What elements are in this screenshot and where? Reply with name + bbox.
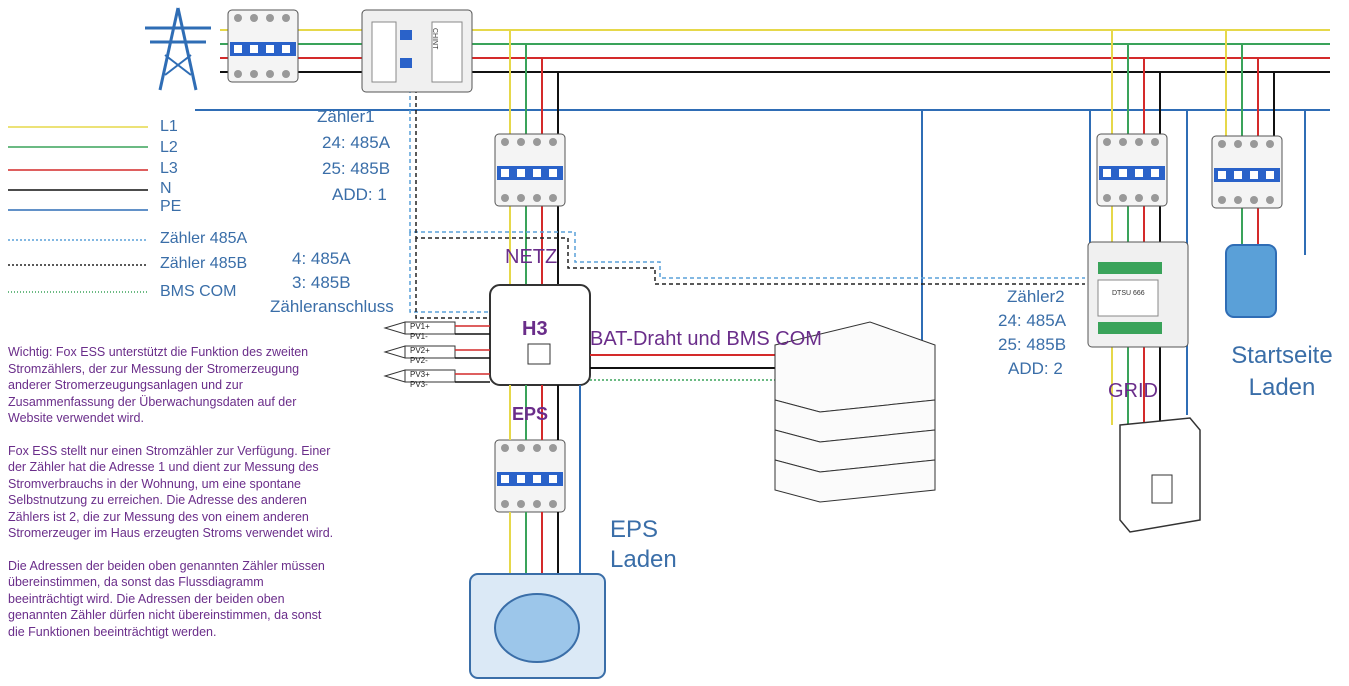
notes-block: Wichtig: Fox ESS unterstützt die Funktio… (8, 344, 338, 656)
netz-label: NETZ (505, 246, 558, 268)
home-load-icon (1225, 244, 1277, 318)
pv2-plus: PV2+ (410, 346, 430, 355)
legend-485b: Zähler 485B (160, 255, 248, 272)
legend-lines (8, 126, 148, 293)
power-tower-icon (145, 7, 211, 91)
home-breaker (1211, 135, 1283, 209)
washing-machine-icon (469, 573, 606, 679)
h3-inverter (489, 284, 591, 386)
pv2-minus: PV2- (410, 356, 428, 365)
bat-label: BAT-Draht und BMS COM (590, 328, 822, 350)
legend-bms: BMS COM (160, 283, 237, 300)
grid-drops (1111, 30, 1275, 425)
home-load-label: Startseite Laden (1231, 342, 1333, 401)
eps-drops (509, 385, 581, 575)
h3-label: H3 (522, 318, 548, 340)
legend-l3: L3 (160, 160, 178, 177)
legend-pe: PE (160, 198, 182, 215)
meter2-line2: 25: 485B (998, 335, 1067, 354)
meter1-line2: 25: 485B (322, 159, 391, 178)
meter2-device (1087, 241, 1189, 348)
main-breaker (227, 9, 299, 83)
legend-n: N (160, 180, 172, 197)
note-3: Die Adressen der beiden oben genannten Z… (8, 558, 325, 639)
grid-label: GRID (1108, 380, 1158, 402)
port-line2: 3: 485B (292, 273, 351, 292)
pv-inverter-icon (1119, 417, 1201, 533)
grid-breaker (1096, 133, 1168, 207)
battery-links (590, 354, 775, 381)
meter1-title: Zähler1 (317, 107, 375, 126)
eps-breaker (494, 439, 566, 513)
legend-485a: Zähler 485A (160, 230, 248, 247)
meter2-brand: DTSU 666 (1112, 290, 1145, 297)
pv-connectors (383, 321, 490, 383)
legend-l2: L2 (160, 139, 178, 156)
netz-drops (509, 30, 559, 290)
netz-breaker (494, 133, 566, 207)
meter2-line1: 24: 485A (998, 311, 1067, 330)
eps-load-label: EPS Laden (610, 516, 677, 573)
port-line3: Zähleranschluss (270, 297, 394, 316)
legend-l1: L1 (160, 118, 178, 135)
pv3-minus: PV3- (410, 380, 428, 389)
meter2-title: Zähler2 (1007, 287, 1065, 306)
meter2-line3: ADD: 2 (1008, 359, 1063, 378)
port-line1: 4: 485A (292, 249, 351, 268)
pv3-plus: PV3+ (410, 370, 430, 379)
note-1: Wichtig: Fox ESS unterstützt die Funktio… (8, 345, 309, 425)
meter1-brand: CHINT (431, 28, 438, 50)
meter1-device (361, 9, 473, 93)
note-2: Fox ESS stellt nur einen Stromzähler zur… (8, 443, 334, 541)
meter1-line1: 24: 485A (322, 133, 391, 152)
meter1-line3: ADD: 1 (332, 185, 387, 204)
eps-label: EPS (512, 404, 549, 424)
rs485-lines (409, 75, 1085, 319)
pv1-plus: PV1+ (410, 322, 430, 331)
pv1-minus: PV1- (410, 332, 428, 341)
battery-stack (774, 321, 936, 503)
